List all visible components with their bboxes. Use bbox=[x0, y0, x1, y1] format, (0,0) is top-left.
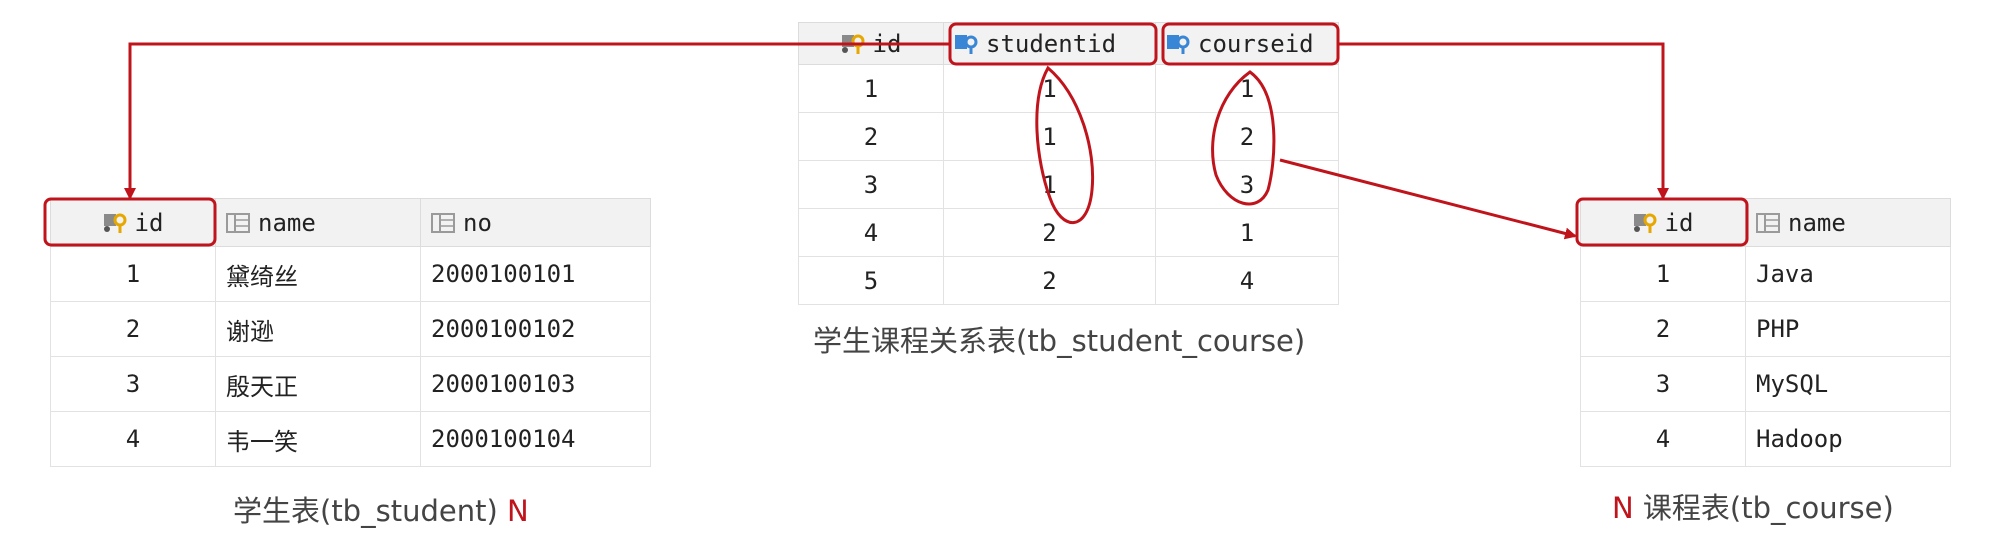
primary-key-icon bbox=[841, 34, 865, 54]
primary-key-icon bbox=[1633, 213, 1657, 233]
cell-studentid: 1 bbox=[943, 64, 1156, 113]
foreign-key-icon bbox=[1167, 34, 1190, 54]
cell-courseid: 1 bbox=[1155, 64, 1339, 113]
column-label: id bbox=[872, 29, 902, 58]
table-row[interactable]: 1 Java bbox=[1580, 246, 1951, 302]
cell-name: Hadoop bbox=[1745, 411, 1951, 467]
cell-studentid: 1 bbox=[943, 112, 1156, 161]
table-row[interactable]: 1 1 1 bbox=[798, 64, 1339, 113]
cell-id: 4 bbox=[798, 208, 944, 257]
foreign-key-icon bbox=[955, 34, 978, 54]
cell-courseid: 4 bbox=[1155, 256, 1339, 305]
cell-no: 2000100103 bbox=[420, 356, 651, 412]
table-row[interactable]: 4 Hadoop bbox=[1580, 411, 1951, 467]
cell-courseid: 3 bbox=[1155, 160, 1339, 209]
cardinality-label: N bbox=[507, 494, 529, 528]
student-table: id name no bbox=[50, 198, 651, 467]
table-header-row: id name bbox=[1580, 198, 1951, 247]
cell-id: 1 bbox=[50, 246, 216, 302]
table-row[interactable]: 3 MySQL bbox=[1580, 356, 1951, 412]
column-header-id[interactable]: id bbox=[50, 198, 216, 247]
courseid-link-line bbox=[1338, 42, 1669, 200]
column-header-no[interactable]: no bbox=[420, 198, 651, 247]
table-header-row: id name no bbox=[50, 198, 651, 247]
column-header-name[interactable]: name bbox=[1745, 198, 1951, 247]
cell-studentid: 2 bbox=[943, 256, 1156, 305]
column-header-name[interactable]: name bbox=[215, 198, 421, 247]
course-table-caption: N 课程表(tb_course) bbox=[1612, 485, 1894, 527]
column-label: id bbox=[1664, 208, 1694, 237]
cell-name: 韦一笑 bbox=[215, 411, 421, 467]
cell-no: 2000100104 bbox=[420, 411, 651, 467]
cell-id: 3 bbox=[50, 356, 216, 412]
primary-key-icon bbox=[103, 213, 127, 233]
column-label: id bbox=[134, 208, 164, 237]
column-label: studentid bbox=[986, 29, 1117, 58]
cell-id: 3 bbox=[798, 160, 944, 209]
cell-name: MySQL bbox=[1745, 356, 1951, 412]
cell-id: 5 bbox=[798, 256, 944, 305]
cell-id: 2 bbox=[798, 112, 944, 161]
column-label: name bbox=[1788, 208, 1846, 237]
relation-table: id studentid courseid bbox=[798, 22, 1339, 305]
cell-studentid: 1 bbox=[943, 160, 1156, 209]
relation-table-caption: 学生课程关系表(tb_student_course) bbox=[813, 318, 1305, 360]
cell-name: 殷天正 bbox=[215, 356, 421, 412]
cell-id: 1 bbox=[1580, 246, 1746, 302]
cell-id: 4 bbox=[1580, 411, 1746, 467]
column-icon bbox=[431, 212, 455, 233]
column-header-id[interactable]: id bbox=[798, 22, 944, 65]
caption-text: 学生表(tb_student) bbox=[233, 494, 498, 528]
cell-name: Java bbox=[1745, 246, 1951, 302]
table-header-row: id studentid courseid bbox=[798, 22, 1339, 65]
cell-courseid: 1 bbox=[1155, 208, 1339, 257]
column-label: name bbox=[258, 208, 316, 237]
cell-id: 2 bbox=[50, 301, 216, 357]
cardinality-label: N bbox=[1612, 491, 1634, 525]
column-label: no bbox=[463, 208, 492, 237]
table-row[interactable]: 2 谢逊 2000100102 bbox=[50, 301, 651, 357]
cell-no: 2000100101 bbox=[420, 246, 651, 302]
cell-id: 4 bbox=[50, 411, 216, 467]
column-header-studentid[interactable]: studentid bbox=[943, 22, 1156, 65]
column-header-id[interactable]: id bbox=[1580, 198, 1746, 247]
table-row[interactable]: 2 1 2 bbox=[798, 112, 1339, 161]
column-header-courseid[interactable]: courseid bbox=[1155, 22, 1339, 65]
table-row[interactable]: 4 2 1 bbox=[798, 208, 1339, 257]
cell-no: 2000100102 bbox=[420, 301, 651, 357]
course-table: id name 1 Java 2 PHP 3 MySQL 4 Hadoop bbox=[1580, 198, 1951, 467]
cell-id: 2 bbox=[1580, 301, 1746, 357]
cell-name: 谢逊 bbox=[215, 301, 421, 357]
column-label: courseid bbox=[1198, 29, 1314, 58]
cell-id: 3 bbox=[1580, 356, 1746, 412]
table-row[interactable]: 3 1 3 bbox=[798, 160, 1339, 209]
student-table-caption: 学生表(tb_student) N bbox=[233, 488, 529, 530]
caption-text: 课程表(tb_course) bbox=[1642, 491, 1894, 525]
cell-name: PHP bbox=[1745, 301, 1951, 357]
table-row[interactable]: 1 黛绮丝 2000100101 bbox=[50, 246, 651, 302]
cell-studentid: 2 bbox=[943, 208, 1156, 257]
cell-courseid: 2 bbox=[1155, 112, 1339, 161]
column-icon bbox=[1756, 212, 1780, 233]
table-row[interactable]: 3 殷天正 2000100103 bbox=[50, 356, 651, 412]
table-row[interactable]: 2 PHP bbox=[1580, 301, 1951, 357]
table-row[interactable]: 4 韦一笑 2000100104 bbox=[50, 411, 651, 467]
cell-id: 1 bbox=[798, 64, 944, 113]
cell-name: 黛绮丝 bbox=[215, 246, 421, 302]
column-icon bbox=[226, 212, 250, 233]
caption-text: 学生课程关系表(tb_student_course) bbox=[813, 324, 1306, 358]
table-row[interactable]: 5 2 4 bbox=[798, 256, 1339, 305]
